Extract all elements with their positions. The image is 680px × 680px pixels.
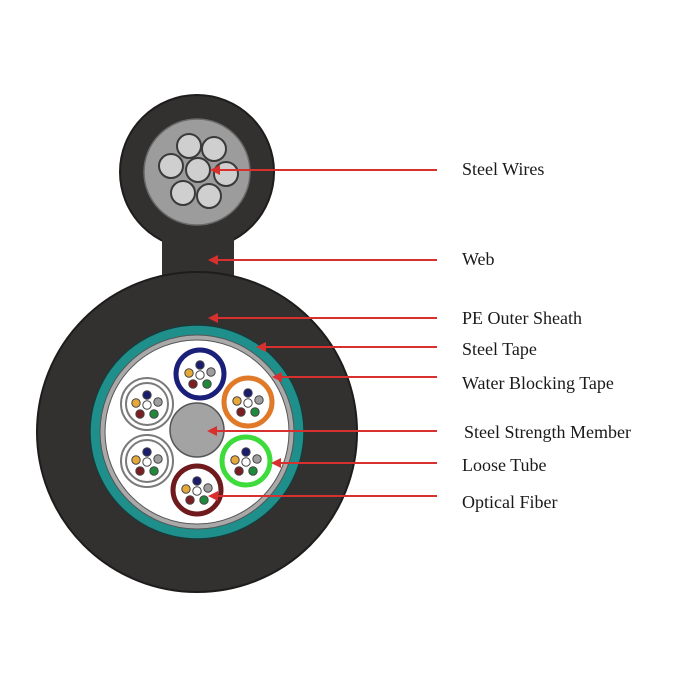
optical-fiber [192,476,202,486]
callout-arrows [207,165,437,501]
optical-fiber [149,409,159,419]
steel-wire [213,161,239,187]
optical-fiber [153,397,163,407]
optical-fiber [142,457,152,467]
optical-fiber [135,409,145,419]
optical-fiber [202,379,212,389]
loose-tubes [120,347,275,517]
steel-wire [158,153,184,179]
loose-tube [120,377,174,431]
label-optical-fiber: Optical Fiber [462,492,558,512]
loose-tube [120,434,174,488]
steel-wire [196,183,222,209]
optical-fiber [142,400,152,410]
optical-fiber [230,455,240,465]
optical-fiber [195,360,205,370]
steel-wire [185,157,211,183]
optical-fiber [250,407,260,417]
optical-fiber [203,483,213,493]
optical-fiber [181,484,191,494]
optical-fiber [206,367,216,377]
loose-tube [170,463,224,517]
arrow-head-icon [272,372,282,382]
label-web: Web [462,249,495,269]
optical-fiber [241,457,251,467]
optical-fiber [199,495,209,505]
label-loose-tube: Loose Tube [462,455,547,475]
optical-fiber [234,466,244,476]
arrow-head-icon [208,255,218,265]
loose-tube [221,375,275,429]
steel-wire [176,133,202,159]
optical-fiber [241,447,251,457]
arrow-head-icon [207,426,217,436]
optical-fiber [252,454,262,464]
optical-fiber [254,395,264,405]
label-steel-tape: Steel Tape [462,339,537,359]
optical-fiber [135,466,145,476]
arrow-head-icon [256,342,266,352]
messenger-wire-assembly [119,94,275,250]
label-steel-strength-member: Steel Strength Member [464,422,631,442]
arrow-head-icon [208,313,218,323]
label-pe-outer-sheath: PE Outer Sheath [462,308,582,328]
steel-wire [201,136,227,162]
optical-fiber [243,388,253,398]
optical-fiber [188,379,198,389]
arrow-head-icon [210,165,220,175]
optical-fiber [248,466,258,476]
loose-tube [219,434,273,488]
optical-fiber [243,398,253,408]
optical-fiber [184,368,194,378]
optical-fiber [195,370,205,380]
arrow-head-icon [208,491,218,501]
optical-fiber [185,495,195,505]
optical-fiber [232,396,242,406]
optical-fiber [192,486,202,496]
label-water-blocking-tape: Water Blocking Tape [462,373,614,393]
steel-wire [170,180,196,206]
optical-fiber [142,390,152,400]
arrow-head-icon [271,458,281,468]
label-steel-wires: Steel Wires [462,159,545,179]
optical-fiber [131,398,141,408]
optical-fiber [153,454,163,464]
optical-fiber [142,447,152,457]
optical-fiber [236,407,246,417]
loose-tube [173,347,227,401]
optical-fiber [149,466,159,476]
optical-fiber [131,455,141,465]
